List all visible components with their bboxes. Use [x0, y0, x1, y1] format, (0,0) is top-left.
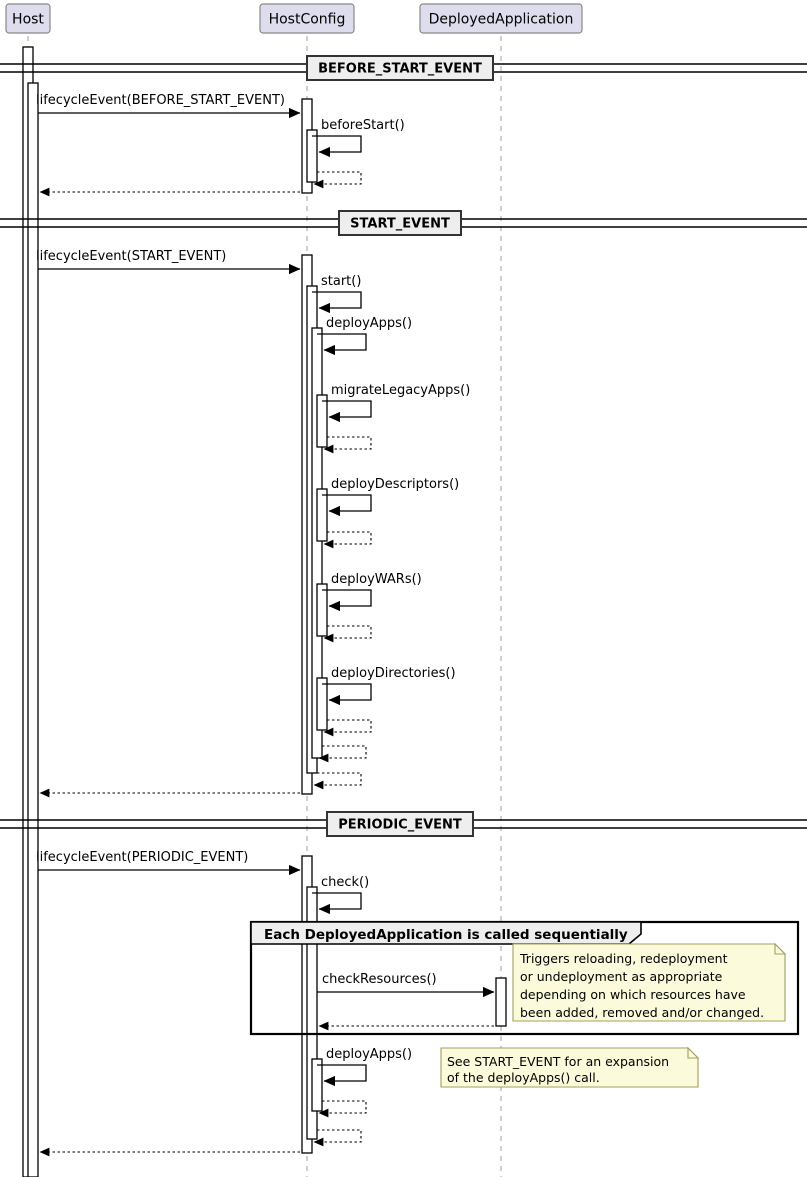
message-label-lifecycle-periodic: lifecycleEvent(PERIODIC_EVENT) — [36, 850, 248, 865]
participant-label-deployedapplication: DeployedApplication — [429, 12, 574, 28]
participant-hostconfig[interactable]: HostConfig — [259, 3, 355, 34]
note-deploy-apps-body — [440, 1047, 699, 1088]
message-before-start-self: beforeStart() — [312, 118, 405, 158]
message-label-lifecycle-start: lifecycleEvent(START_EVENT) — [36, 249, 226, 264]
group-frame-label: Each DeployedApplication is called seque… — [264, 927, 628, 943]
message-label-check: check() — [321, 875, 369, 890]
activation-deployedapplication-checkresources — [495, 977, 507, 1027]
note-check-resources: Triggers reloading, redeployment or unde… — [512, 942, 787, 1022]
divider-label-start-event: START_EVENT — [350, 217, 450, 232]
message-deploywars-self-return — [323, 625, 372, 643]
divider-periodic-event: PERIODIC_EVENT — [0, 811, 807, 837]
message-migratelegacyapps-self-return — [323, 436, 372, 454]
note-deploy-apps-fold — [687, 1046, 700, 1059]
message-label-checkresources: checkResources() — [322, 972, 437, 987]
group-frame-each-deployedapplication: Each DeployedApplication is called seque… — [249, 920, 800, 1036]
note-check-resources-body — [512, 943, 786, 1022]
message-lifecycle-event-before-start: lifecycleEvent(BEFORE_START_EVENT) — [36, 93, 301, 119]
message-deployapps-periodic-self: deployApps() — [317, 1047, 412, 1087]
message-check-self-return — [313, 1129, 362, 1147]
participant-label-host: Host — [12, 12, 44, 28]
note-check-resources-line-4: been added, removed and/or changed. — [520, 1005, 764, 1020]
participant-deployedapplication[interactable]: DeployedApplication — [419, 3, 583, 34]
message-label-lifecycle-before-start: lifecycleEvent(BEFORE_START_EVENT) — [36, 93, 285, 108]
activation-hostconfig-deploydescriptors-self — [316, 488, 328, 542]
message-before-start-self-return — [313, 171, 362, 189]
message-deployapps-self-return — [318, 745, 367, 763]
message-deploywars-self: deployWARs() — [322, 572, 422, 612]
message-deployapps-self: deployApps() — [317, 316, 412, 356]
divider-label-before-start-event: BEFORE_START_EVENT — [318, 62, 482, 77]
activation-bars-layer — [22, 46, 507, 1177]
participant-box-hostconfig[interactable] — [259, 3, 355, 34]
divider-label-periodic-event: PERIODIC_EVENT — [338, 818, 462, 833]
participant-host[interactable]: Host — [5, 3, 51, 34]
message-start-self-return — [313, 772, 362, 790]
message-label-migratelegacyapps: migrateLegacyApps() — [331, 383, 470, 398]
note-check-resources-fold — [774, 942, 787, 955]
participant-box-host[interactable] — [5, 3, 51, 34]
message-label-start: start() — [321, 274, 361, 289]
message-deploydirectories-self-return — [323, 719, 372, 737]
message-label-deployapps-periodic: deployApps() — [326, 1047, 412, 1062]
activation-hostconfig-deployapps-self — [311, 327, 323, 759]
message-label-deployapps: deployApps() — [326, 316, 412, 331]
message-label-deploydescriptors: deployDescriptors() — [331, 477, 459, 492]
activation-host-inner — [27, 82, 39, 1177]
message-lifecycle-event-periodic: lifecycleEvent(PERIODIC_EVENT) — [36, 850, 301, 876]
divider-box-periodic-event — [326, 811, 474, 837]
divider-box-start-event — [338, 210, 462, 236]
activation-hostconfig-deploywars-self — [316, 583, 328, 637]
activation-hostconfig-deployapps-periodic-self — [311, 1058, 323, 1112]
divider-start-event: START_EVENT — [0, 210, 807, 236]
note-deploy-apps: See START_EVENT for an expansion of the … — [440, 1046, 700, 1088]
activation-hostconfig-migratelegacyapps-self — [316, 394, 328, 448]
note-deploy-apps-line-1: See START_EVENT for an expansion — [447, 1054, 669, 1069]
message-deploydirectories-self: deployDirectories() — [322, 666, 456, 706]
note-deploy-apps-line-2: of the deployApps() call. — [447, 1070, 600, 1085]
message-check-self: check() — [312, 875, 369, 915]
message-start-self: start() — [312, 274, 362, 314]
message-deploydescriptors-self: deployDescriptors() — [322, 477, 459, 517]
divider-before-start-event: BEFORE_START_EVENT — [0, 55, 807, 81]
divider-box-before-start-event — [306, 55, 494, 81]
message-migratelegacyapps-self: migrateLegacyApps() — [322, 383, 470, 423]
message-deployapps-periodic-self-return — [318, 1100, 367, 1118]
activation-hostconfig-check-self — [306, 886, 318, 1140]
group-frame-tab — [250, 921, 642, 945]
message-label-beforestart: beforeStart() — [321, 118, 405, 133]
message-label-deploydirectories: deployDirectories() — [331, 666, 456, 681]
lifelines-layer — [27, 36, 502, 1177]
message-lifecycle-event-start: lifecycleEvent(START_EVENT) — [36, 249, 301, 275]
participant-label-hostconfig: HostConfig — [269, 12, 346, 28]
message-checkresources: checkResources() — [317, 972, 495, 998]
participant-box-deployedapplication[interactable] — [419, 3, 583, 34]
message-deploydescriptors-self-return — [323, 531, 372, 549]
activation-hostconfig-deploydirectories-self — [316, 677, 328, 731]
note-check-resources-line-1: Triggers reloading, redeployment — [519, 951, 728, 966]
note-check-resources-line-2: or undeployment as appropriate — [520, 969, 723, 984]
message-label-deploywars: deployWARs() — [331, 572, 422, 587]
activation-hostconfig-beforestart-self — [306, 129, 318, 183]
note-check-resources-line-3: depending on which resources have — [520, 987, 746, 1002]
